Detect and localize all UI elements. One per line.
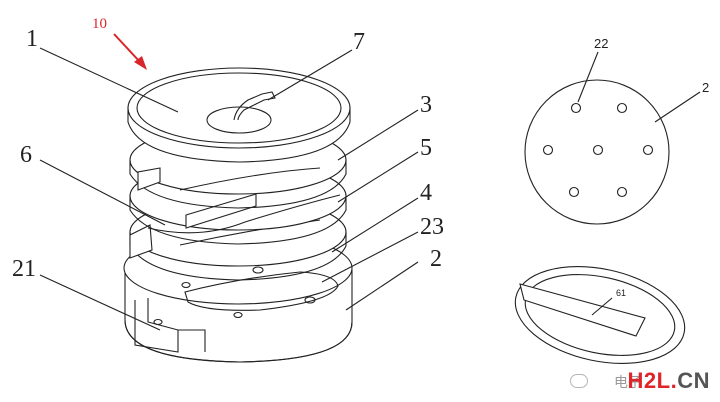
wechat-icon	[570, 374, 588, 388]
label-23: 23	[420, 214, 444, 240]
label-5: 5	[420, 135, 432, 161]
label-10: 10	[92, 16, 107, 32]
watermark-brand-main: H2L	[627, 368, 671, 393]
bottom-plate-view	[524, 51, 701, 225]
label-21: 21	[12, 256, 36, 282]
watermark-brand: H2L.CN	[628, 368, 710, 394]
label-4: 4	[420, 180, 432, 206]
assembly-arrow	[113, 33, 147, 70]
label-61: 61	[616, 288, 626, 298]
label-1: 1	[26, 26, 38, 52]
watermark-brand-dot: .	[670, 368, 678, 393]
label-2-assembly: 2	[430, 246, 442, 272]
label-3: 3	[420, 92, 432, 118]
sealing-ring-view	[514, 266, 686, 364]
top-plate	[127, 67, 351, 163]
watermark-brand-tld: CN	[677, 368, 710, 393]
label-6: 6	[20, 142, 32, 168]
label-22: 22	[594, 36, 608, 51]
watermark-source: 电子	[614, 376, 642, 391]
label-7: 7	[353, 29, 365, 55]
leader-lines	[39, 47, 419, 331]
label-2-plate: 2	[702, 80, 709, 95]
